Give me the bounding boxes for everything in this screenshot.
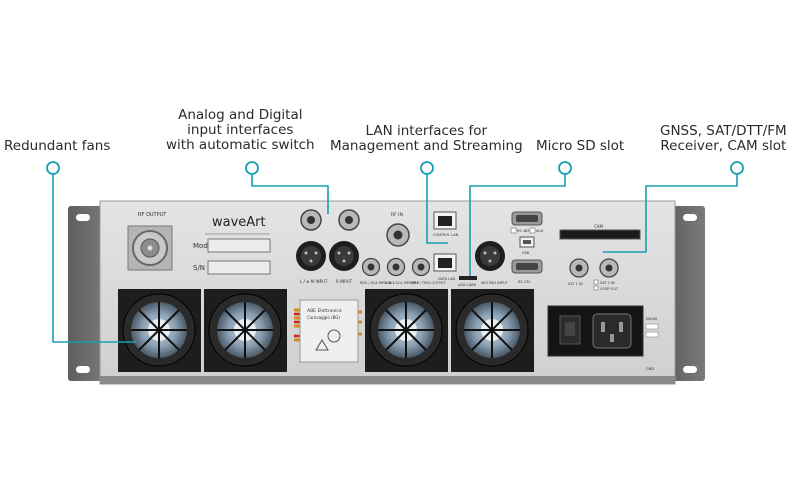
mpx-connectors: RDS / SCA MPX IN 1 SCA / SCA MPX IN 2 MP… [360, 257, 446, 285]
serial-usb-ports: RS 485 AUX USB RS 232 [510, 211, 544, 284]
lan-ports: CONTROL LAN DATA LAN [433, 211, 459, 281]
fan-4 [451, 289, 534, 372]
leader-sd [469, 174, 566, 276]
usb-label: USB [522, 251, 530, 255]
callout-micro-sd-slot: Micro SD slot [536, 139, 624, 154]
mpx-out-label: MPX / TRIG OUTPUT [411, 281, 446, 285]
sat2-label: SAT 2 IN [600, 281, 615, 285]
fan-3 [365, 289, 448, 372]
callout-line: Analog and Digital [178, 107, 303, 123]
analog-input-connectors: L / ⊕ M INPUT R INPUT [296, 209, 360, 284]
mpx-in1-label: RDS / SCA MPX IN 1 [360, 281, 395, 285]
aux-label: AUX [536, 229, 544, 233]
sat-connectors: SAT 1 IN SAT 2 IN LOOP OUT [568, 258, 619, 291]
sd-card-label: μSD CARD [458, 283, 477, 287]
sn-field [207, 260, 271, 275]
marker-sd [558, 161, 572, 175]
callout-redundant-fans: Redundant fans [4, 139, 110, 154]
data-lan-label: DATA LAN [438, 277, 456, 281]
company-label: ABE Elettronica [307, 308, 342, 314]
rack-ear-right [667, 206, 705, 381]
mod-label: Mod. [193, 242, 210, 250]
callout-line: Redundant fans [4, 138, 111, 154]
callout-input-interfaces: Analog and Digital input interfaces with… [166, 108, 315, 153]
rf-output-label: RF OUTPUT [138, 212, 167, 218]
cam-label: CAM [594, 224, 604, 229]
rack-ear-left [68, 206, 106, 381]
marker-lan [420, 161, 434, 175]
marker-inputs [245, 161, 259, 175]
marker-fans [46, 161, 60, 175]
rf-in-label: RF IN [391, 212, 403, 218]
gnd-label: GND [646, 367, 654, 371]
fan-2 [204, 289, 287, 372]
cam-slot: CAM [559, 224, 641, 240]
rf-in-connector: RF IN [386, 212, 410, 247]
callout-line: with automatic switch [166, 137, 315, 153]
mpx-in2-label: SCA / SCA MPX IN 2 [385, 281, 419, 285]
cable-area: ABE Elettronica Caravaggio (BG) [294, 299, 362, 363]
sn-label: S/N [193, 264, 205, 272]
loop-out-label: LOOP OUT [600, 287, 619, 291]
rf-output-connector: RF OUTPUT [127, 212, 173, 271]
aes-label: AES EBU INPUT [481, 281, 509, 285]
callout-line: Receiver, CAM slot [660, 138, 787, 154]
rs485-label: RS 485 [517, 229, 529, 233]
brand-logo: waveArt [212, 215, 266, 230]
marker-gnss [730, 161, 744, 175]
input-r-label: R INPUT [336, 279, 353, 284]
leader-lan [426, 174, 448, 244]
chassis-bottom-edge [100, 376, 675, 384]
callout-line: GNSS, SAT/DTT/FM [660, 123, 787, 139]
callout-line: Management and Streaming [330, 138, 523, 154]
leader-gnss [603, 174, 738, 253]
leader-fans [52, 174, 136, 343]
callout-line: Micro SD slot [536, 138, 625, 154]
callout-leaders [52, 174, 738, 343]
callout-lan-interfaces: LAN interfaces for Management and Stream… [330, 124, 523, 154]
callout-markers [46, 161, 744, 175]
callout-gnss-receiver: GNSS, SAT/DTT/FM Receiver, CAM slot [660, 124, 787, 154]
sat1-label: SAT 1 IN [568, 282, 583, 286]
mains-label: MAINS [646, 317, 658, 321]
company-line2: Caravaggio (BG) [307, 315, 340, 320]
callout-line: LAN interfaces for [365, 123, 488, 139]
fan-1 [118, 289, 201, 372]
callout-line: input interfaces [187, 122, 294, 138]
rs232-label: RS 232 [518, 280, 530, 284]
input-l-label: L / ⊕ M INPUT [300, 279, 328, 284]
leader-inputs [251, 174, 329, 214]
micro-sd-slot: μSD CARD [458, 276, 477, 287]
mod-field [207, 238, 271, 253]
power-inlet: MAINS GND [547, 305, 659, 371]
aes-ebu-input: AES EBU INPUT [475, 241, 509, 285]
control-lan-label: CONTROL LAN [433, 233, 459, 237]
